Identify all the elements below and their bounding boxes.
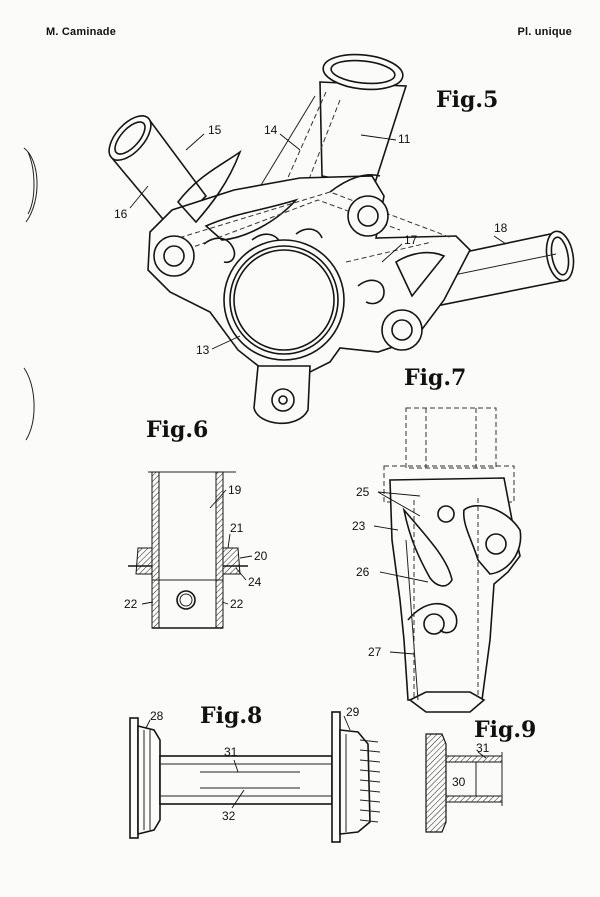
- fig7-title: Fig.7: [404, 365, 466, 391]
- fig6-label-22-left: 22: [124, 597, 138, 611]
- author-name: M. Caminade: [46, 26, 117, 38]
- fig8-label-29: 29: [346, 705, 360, 719]
- fig9-title: Fig.9: [474, 717, 536, 743]
- figure-9: Fig.9 31 30: [425, 717, 536, 833]
- fig6-label-19: 19: [228, 483, 242, 497]
- plate-label: Pl. unique: [517, 26, 572, 38]
- fig6-label-22-right: 22: [230, 597, 244, 611]
- fig5-label-18: 18: [494, 221, 508, 235]
- fig5-title: Fig.5: [436, 87, 498, 113]
- fig5-label-13: 13: [196, 343, 210, 357]
- figure-5: Fig.5: [108, 53, 575, 425]
- figure-8: Fig.8 28 29 31: [129, 703, 381, 843]
- fig9-label-30: 30: [452, 775, 466, 789]
- fig8-label-31: 31: [224, 745, 238, 759]
- fig7-label-25: 25: [356, 485, 370, 499]
- fig6-label-24: 24: [248, 575, 262, 589]
- fig6-label-20: 20: [254, 549, 268, 563]
- fig7-label-23: 23: [352, 519, 366, 533]
- fig7-label-26: 26: [356, 565, 370, 579]
- fig6-title: Fig.6: [146, 417, 208, 443]
- fig7-label-27: 27: [368, 645, 382, 659]
- fig8-label-32: 32: [222, 809, 236, 823]
- fig5-label-11: 11: [398, 132, 411, 146]
- figure-7: Fig.7 25 23 26 27: [352, 365, 522, 713]
- fig8-label-28: 28: [150, 709, 164, 723]
- fig5-label-16: 16: [114, 207, 128, 221]
- fig9-label-31: 31: [476, 741, 490, 755]
- fig5-label-15: 15: [208, 123, 222, 137]
- fig6-label-21: 21: [230, 521, 244, 535]
- fig8-title: Fig.8: [200, 703, 262, 729]
- margin-marks: [23, 147, 38, 441]
- fig5-label-17: 17: [404, 233, 418, 247]
- figure-6: Fig.6 19 20 21 22 22 24: [124, 417, 268, 629]
- fig5-label-14: 14: [264, 123, 278, 137]
